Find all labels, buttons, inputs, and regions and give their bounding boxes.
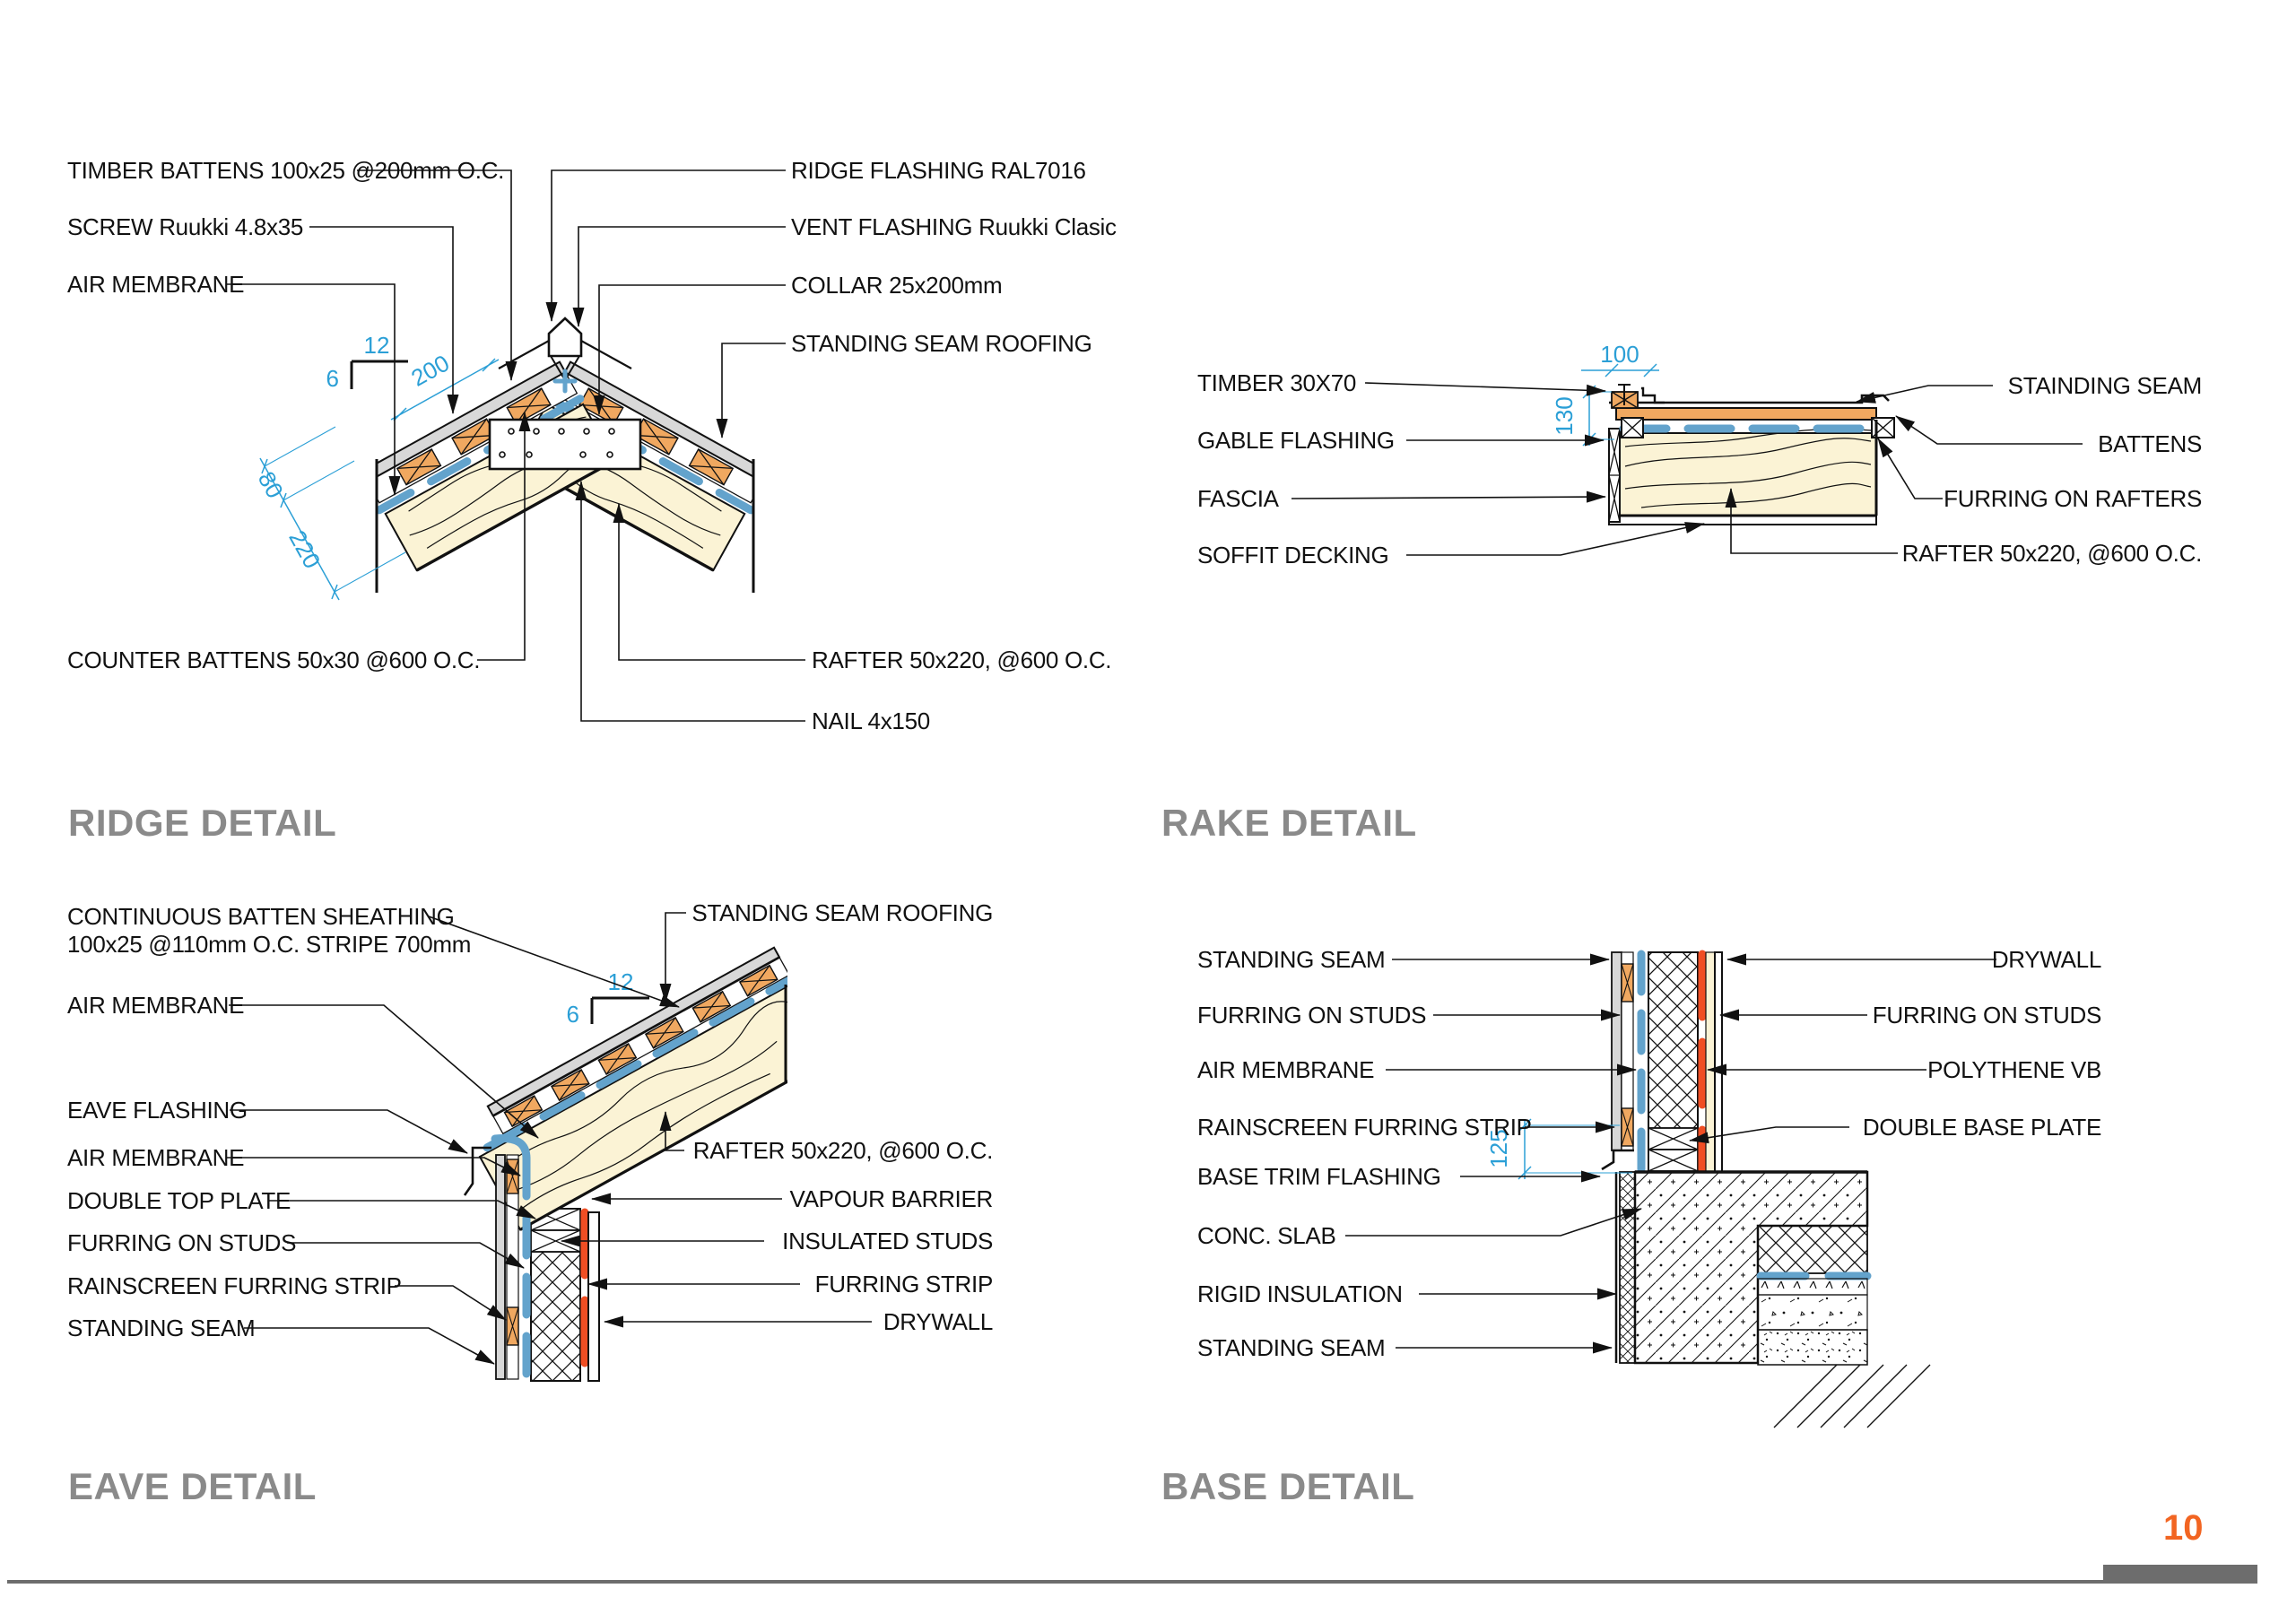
label-collar: COLLAR 25x200mm bbox=[791, 272, 1003, 299]
label-double-base-plate: DOUBLE BASE PLATE bbox=[1862, 1114, 2101, 1141]
label-vent-flashing: VENT FLASHING Ruukki Clasic bbox=[791, 213, 1117, 240]
dim-slope-run: 6 bbox=[567, 1001, 579, 1028]
label-air-membrane-eave-2: AIR MEMBRANE bbox=[67, 1144, 245, 1171]
label-stainding-seam: STAINDING SEAM bbox=[2007, 372, 2203, 399]
label-conc-slab: CONC. SLAB bbox=[1197, 1222, 1336, 1249]
gusset-plate bbox=[488, 418, 642, 471]
soil-hatch bbox=[1773, 1364, 1931, 1428]
label-vapour-barrier: VAPOUR BARRIER bbox=[789, 1185, 994, 1212]
label-timber-30x70: TIMBER 30X70 bbox=[1197, 369, 1357, 396]
label-continuous-batten-sheathing-2: 100x25 @110mm O.C. STRIPE 700mm bbox=[67, 931, 472, 958]
ridge-cap bbox=[547, 317, 583, 358]
standing-seam-cladding bbox=[1611, 951, 1622, 1151]
label-standing-seam-base-1: STANDING SEAM bbox=[1197, 946, 1386, 973]
title-base-detail: BASE DETAIL bbox=[1161, 1465, 1415, 1507]
base-leaders bbox=[1345, 953, 1996, 1354]
dim-edge-height: 130 bbox=[1551, 396, 1578, 435]
gable-flashing-step bbox=[1641, 386, 1665, 404]
label-standing-seam-base-2: STANDING SEAM bbox=[1197, 1334, 1386, 1361]
dim-slope-rise: 12 bbox=[608, 968, 634, 995]
eave-dimensions: 12 6 bbox=[567, 968, 649, 1028]
label-insulated-studs: INSULATED STUDS bbox=[782, 1228, 993, 1254]
label-polythene-vb: POLYTHENE VB bbox=[1927, 1056, 2101, 1083]
dim-counter-batten: 80 bbox=[253, 467, 289, 503]
gravel-layer bbox=[1757, 1278, 1868, 1296]
dim-batten-spacing: 200 bbox=[406, 349, 453, 391]
dim-base-offset: 125 bbox=[1485, 1129, 1512, 1167]
label-timber-battens: TIMBER BATTENS 100x25 @200mm O.C. bbox=[67, 157, 505, 184]
eave-flashing-profile bbox=[463, 1146, 491, 1196]
label-standing-seam-eave: STANDING SEAM bbox=[67, 1315, 256, 1341]
base-drawing bbox=[1601, 950, 1931, 1428]
label-drywall-eave: DRYWALL bbox=[883, 1308, 993, 1335]
label-fascia: FASCIA bbox=[1197, 485, 1279, 512]
label-continuous-batten-sheathing: CONTINUOUS BATTEN SHEATHING bbox=[67, 903, 455, 930]
label-standing-seam-roofing-eave: STANDING SEAM ROOFING bbox=[691, 899, 993, 926]
label-air-membrane-base: AIR MEMBRANE bbox=[1197, 1056, 1375, 1083]
label-screw: SCREW Ruukki 4.8x35 bbox=[67, 213, 304, 240]
label-battens: BATTENS bbox=[2098, 430, 2202, 457]
label-rainscreen-furring-strip-eave: RAINSCREEN FURRING STRIP bbox=[67, 1272, 402, 1299]
batten-board bbox=[1615, 407, 1877, 421]
label-base-trim-flashing: BASE TRIM FLASHING bbox=[1197, 1163, 1441, 1190]
membrane-apex-mark bbox=[552, 369, 578, 394]
rake-drawing bbox=[1608, 384, 1895, 525]
dim-slope-run: 6 bbox=[326, 365, 339, 392]
label-air-membrane-ridge: AIR MEMBRANE bbox=[67, 271, 245, 298]
label-soffit-decking: SOFFIT DECKING bbox=[1197, 542, 1389, 568]
page-number: 10 bbox=[2163, 1508, 2204, 1548]
label-rafter-rake: RAFTER 50x220, @600 O.C. bbox=[1901, 540, 2203, 567]
label-furring-strip: FURRING STRIP bbox=[814, 1271, 994, 1298]
ridge-leaders bbox=[226, 169, 805, 722]
label-furring-on-rafters: FURRING ON RAFTERS bbox=[1944, 485, 2202, 512]
label-furring-on-studs-eave: FURRING ON STUDS bbox=[67, 1229, 297, 1256]
standing-seam-cladding bbox=[495, 1154, 506, 1380]
label-rafter-ridge: RAFTER 50x220, @600 O.C. bbox=[812, 647, 1112, 673]
sand-layer bbox=[1757, 1294, 1868, 1331]
label-air-membrane-eave-1: AIR MEMBRANE bbox=[67, 992, 245, 1019]
footer-block bbox=[2103, 1565, 2257, 1584]
label-furring-on-studs-base: FURRING ON STUDS bbox=[1197, 1002, 1427, 1028]
gusset-nails bbox=[499, 428, 615, 458]
label-eave-flashing: EAVE FLASHING bbox=[67, 1097, 248, 1124]
label-rigid-insulation: RIGID INSULATION bbox=[1197, 1280, 1403, 1307]
rake-leaders bbox=[1291, 382, 2083, 556]
slope-symbol bbox=[350, 360, 408, 389]
label-ridge-flashing: RIDGE FLASHING RAL7016 bbox=[791, 157, 1086, 184]
label-standing-seam-roofing-ridge: STANDING SEAM ROOFING bbox=[791, 330, 1092, 357]
label-nail: NAIL 4x150 bbox=[812, 707, 930, 734]
label-counter-battens: COUNTER BATTENS 50x30 @600 O.C. bbox=[67, 647, 481, 673]
ridge-drawing bbox=[375, 317, 755, 593]
title-ridge-detail: RIDGE DETAIL bbox=[68, 802, 337, 844]
base-trim-flashing-profile bbox=[1601, 1149, 1634, 1171]
eave-drawing bbox=[463, 946, 787, 1385]
eave-leaders bbox=[226, 912, 872, 1365]
label-furring-on-studs-base-right: FURRING ON STUDS bbox=[1872, 1002, 2102, 1028]
label-rafter-eave: RAFTER 50x220, @600 O.C. bbox=[692, 1137, 994, 1164]
footer-rule bbox=[7, 1580, 2254, 1584]
slope-symbol bbox=[590, 996, 649, 1024]
underslab-insulation bbox=[1757, 1225, 1868, 1274]
label-gable-flashing: GABLE FLASHING bbox=[1197, 427, 1395, 454]
label-rainscreen-furring-strip-base: RAINSCREEN FURRING STRIP bbox=[1197, 1114, 1532, 1141]
subbase-layer bbox=[1757, 1329, 1868, 1366]
title-rake-detail: RAKE DETAIL bbox=[1161, 802, 1417, 844]
label-double-top-plate: DOUBLE TOP PLATE bbox=[67, 1187, 291, 1214]
rigid-insulation-strip bbox=[1619, 1171, 1636, 1364]
dim-timber-width: 100 bbox=[1600, 341, 1639, 368]
drywall-layer bbox=[587, 1211, 600, 1382]
dim-slope-rise: 12 bbox=[364, 332, 390, 359]
title-eave-detail: EAVE DETAIL bbox=[68, 1465, 317, 1507]
drywall-layer bbox=[1714, 951, 1723, 1173]
label-drywall-base: DRYWALL bbox=[1991, 946, 2101, 973]
